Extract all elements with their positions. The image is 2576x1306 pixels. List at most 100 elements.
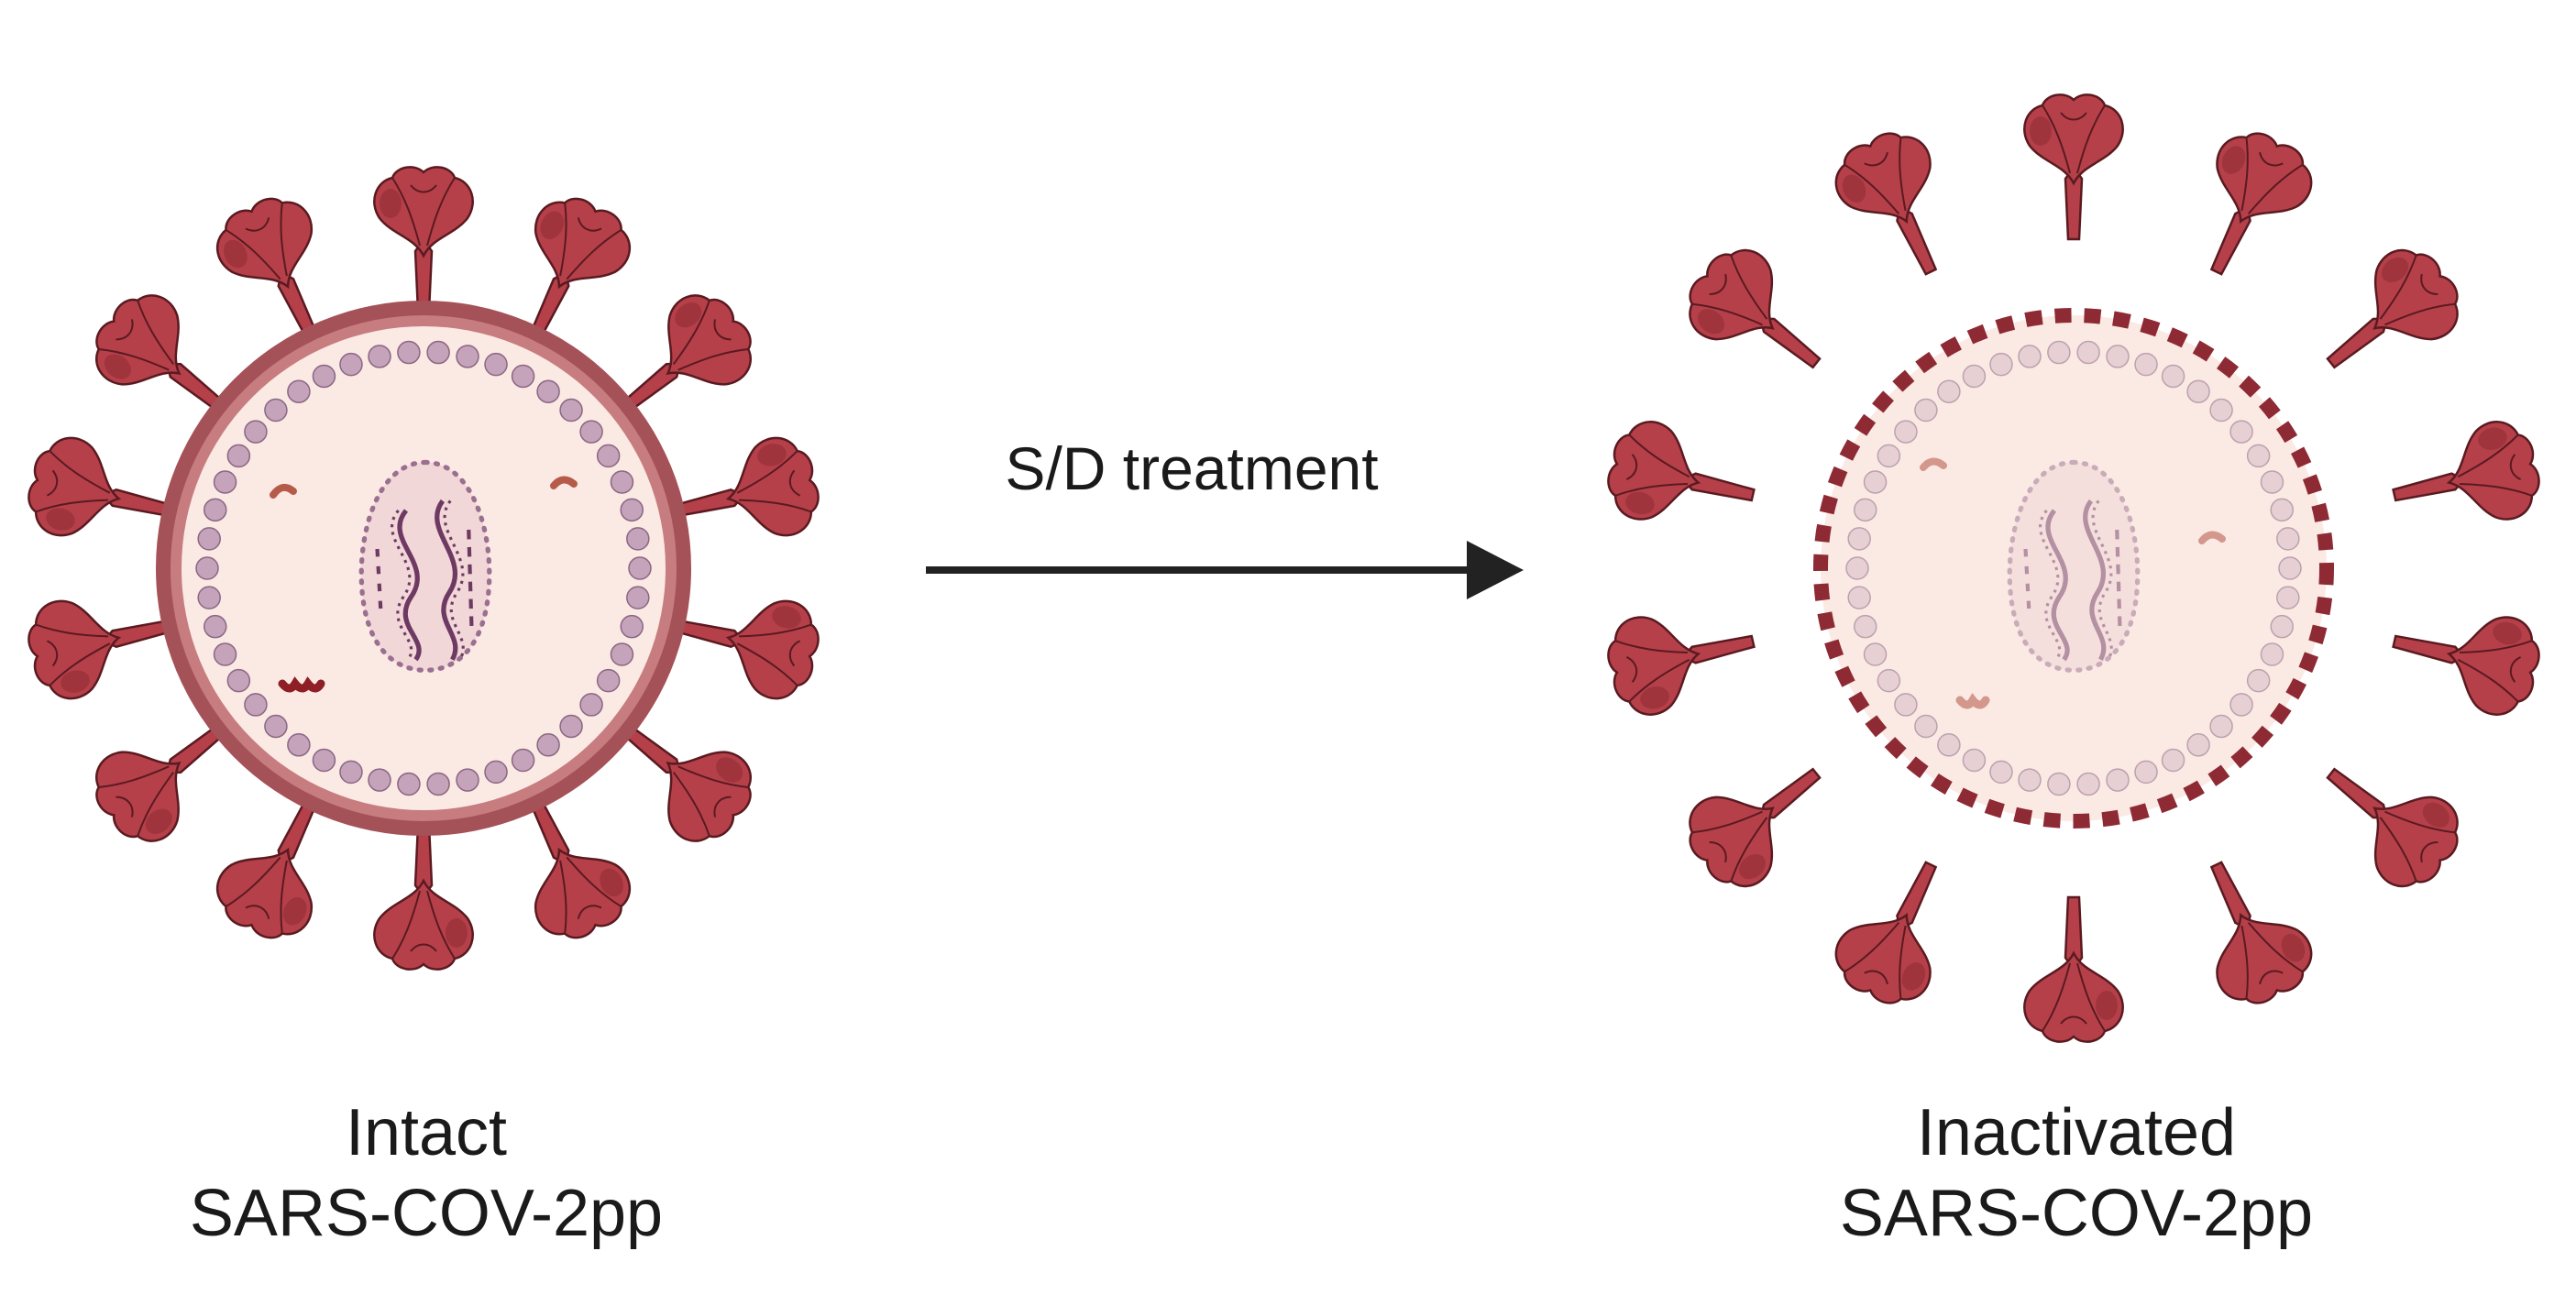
membrane-protein-bead [1877, 668, 1901, 693]
membrane-protein-bead [1989, 760, 2013, 785]
membrane-protein-bead [2260, 470, 2284, 494]
spike-protein [373, 166, 474, 313]
membrane-protein-bead [287, 379, 311, 403]
spike-protein [373, 823, 474, 971]
faded-membrane-protein-ring [1845, 340, 2302, 796]
membrane-protein-bead [626, 527, 650, 551]
membrane-protein-bead [2161, 364, 2185, 389]
spike-protein [2023, 93, 2124, 241]
membrane-protein-bead [2018, 345, 2042, 368]
membrane-protein-bead [197, 527, 221, 551]
spike-protein [2298, 233, 2476, 403]
membrane-protein-bead [1854, 614, 1877, 639]
membrane-protein-bead [2246, 668, 2271, 693]
membrane-protein-bead [2018, 768, 2042, 792]
membrane-protein-bead [2270, 498, 2294, 522]
membrane-protein-bead [1894, 420, 1918, 444]
membrane-protein-bead [287, 733, 311, 757]
membrane-protein-bead [2134, 352, 2158, 377]
intact-caption-line1: Intact [345, 1096, 508, 1169]
membrane-protein-bead [1937, 379, 1961, 403]
membrane-protein-bead [368, 345, 391, 368]
membrane-protein-bead [626, 586, 650, 609]
membrane-protein-bead [2186, 733, 2210, 757]
spike-protein [2023, 895, 2124, 1043]
spike-protein [2298, 733, 2476, 904]
membrane-protein-bead [2134, 760, 2158, 785]
inactivated-caption-line1: Inactivated [1916, 1096, 2237, 1169]
membrane-protein-bead [596, 668, 621, 693]
membrane-protein-bead [1863, 642, 1888, 666]
membrane-protein-bead [2276, 586, 2300, 609]
faded-viral-genome [2009, 463, 2138, 671]
viral-genome [361, 463, 490, 671]
membrane-protein-bead [1863, 470, 1888, 494]
membrane-protein-bead [426, 772, 450, 796]
intact-virus-illustration [20, 166, 827, 971]
membrane-protein-bead [2076, 772, 2100, 796]
spike-protein [1822, 841, 1976, 1018]
membrane-protein-bead [2209, 398, 2233, 423]
membrane-protein-bead [620, 498, 644, 522]
membrane-protein-bead [1937, 733, 1961, 757]
membrane-protein-bead [1989, 352, 2013, 377]
spike-protein [2171, 118, 2325, 295]
membrane-protein-bead [397, 772, 421, 796]
membrane-protein-bead [2047, 340, 2071, 365]
membrane-protein-bead [244, 693, 268, 717]
membrane-protein-bead [312, 364, 336, 389]
membrane-protein-bead [226, 668, 251, 693]
membrane-protein-bead [264, 714, 288, 739]
spike-protein [2382, 592, 2548, 723]
membrane-protein-bead [1894, 693, 1918, 717]
membrane-protein-bead [339, 352, 363, 377]
spike-protein [2171, 841, 2325, 1018]
treatment-arrow [926, 541, 1524, 599]
membrane-protein-bead [226, 444, 251, 468]
membrane-protein-bead [2076, 340, 2100, 365]
membrane-protein-bead [628, 556, 652, 580]
membrane-protein-bead [579, 420, 603, 444]
membrane-protein-bead [2229, 693, 2253, 717]
spike-protein [1822, 118, 1976, 295]
membrane-protein-bead [339, 760, 363, 785]
membrane-protein-bead [1847, 527, 1871, 551]
membrane-protein-ring [195, 340, 652, 796]
membrane-protein-bead [197, 586, 221, 609]
membrane-protein-bead [1962, 364, 1987, 389]
membrane-protein-bead [204, 498, 227, 522]
membrane-protein-bead [2278, 556, 2302, 580]
intact-caption-line2: SARS-COV-2pp [189, 1177, 664, 1250]
membrane-protein-bead [456, 768, 479, 792]
inactivated-virus-illustration [1600, 93, 2548, 1043]
membrane-protein-bead [368, 768, 391, 792]
membrane-protein-bead [2106, 768, 2130, 792]
membrane-protein-bead [1962, 748, 1987, 773]
membrane-protein-bead [559, 398, 583, 423]
spike-protein [1671, 233, 1849, 403]
membrane-protein-bead [620, 614, 644, 639]
membrane-protein-bead [1847, 586, 1871, 609]
membrane-protein-bead [312, 748, 336, 773]
membrane-protein-bead [610, 470, 634, 494]
spike-protein [1600, 592, 1766, 723]
membrane-protein-bead [2209, 714, 2233, 739]
membrane-protein-bead [511, 364, 535, 389]
membrane-protein-bead [2047, 772, 2071, 796]
inactivated-caption-line2: SARS-COV-2pp [1839, 1177, 2314, 1250]
membrane-protein-bead [2276, 527, 2300, 551]
membrane-protein-bead [484, 760, 508, 785]
membrane-protein-bead [579, 693, 603, 717]
membrane-protein-bead [2246, 444, 2271, 468]
membrane-protein-bead [484, 352, 508, 377]
membrane-protein-bead [1845, 556, 1869, 580]
membrane-protein-bead [559, 714, 583, 739]
membrane-protein-bead [536, 733, 560, 757]
membrane-protein-bead [195, 556, 219, 580]
membrane-protein-bead [204, 614, 227, 639]
membrane-protein-bead [1914, 398, 1938, 423]
membrane-protein-bead [536, 379, 560, 403]
membrane-protein-bead [1914, 714, 1938, 739]
